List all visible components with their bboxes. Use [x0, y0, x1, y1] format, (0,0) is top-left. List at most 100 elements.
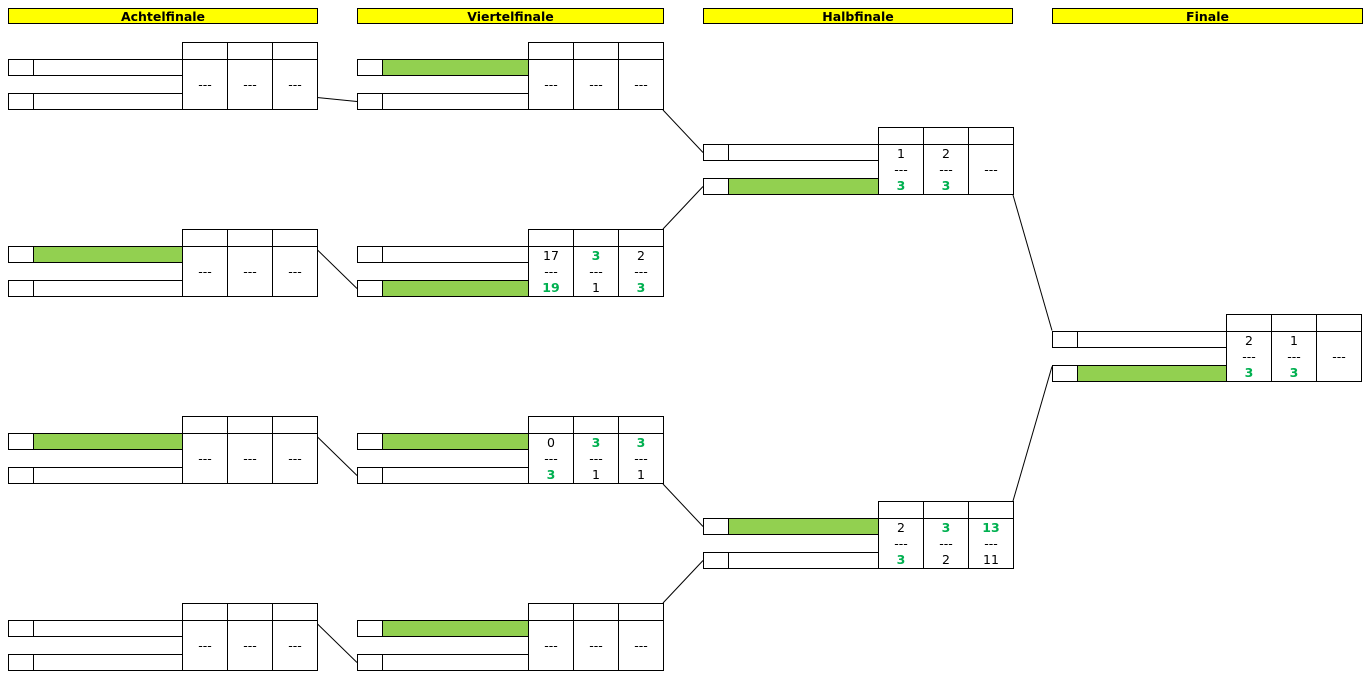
player-name [728, 178, 879, 195]
game-mode-header [878, 501, 924, 519]
header-viertelfinale: Viertelfinale [357, 8, 664, 24]
score-cell: 3---1 [573, 433, 619, 484]
score-player2: 1 [637, 467, 645, 483]
score-cell: --- [272, 620, 318, 671]
score-separator: --- [544, 450, 558, 466]
score-separator: --- [198, 638, 212, 653]
score-separator: --- [894, 535, 908, 551]
seed-box [8, 433, 34, 450]
connector-line [662, 483, 704, 527]
score-separator: --- [544, 263, 558, 279]
seed-box [703, 552, 729, 569]
game-mode-header [272, 229, 318, 247]
score-separator: --- [984, 162, 998, 177]
player-name [728, 518, 879, 535]
game-mode-header [618, 229, 664, 247]
score-separator: --- [198, 451, 212, 466]
game-mode-header [182, 229, 228, 247]
seed-box [1052, 331, 1078, 348]
score-cell: 3---1 [618, 433, 664, 484]
game-mode-header [618, 42, 664, 60]
score-separator: --- [589, 638, 603, 653]
score-player1: 3 [591, 247, 601, 263]
score-player2: 11 [983, 552, 999, 568]
header-halbfinale: Halbfinale [703, 8, 1013, 24]
score-player1: 13 [982, 519, 1000, 535]
score-separator: --- [288, 451, 302, 466]
score-cell: 1---3 [878, 144, 924, 195]
score-player1: 17 [543, 247, 559, 263]
score-separator: --- [634, 263, 648, 279]
header-finale: Finale [1052, 8, 1363, 24]
player-name [728, 144, 879, 161]
score-cell: 2---3 [923, 144, 969, 195]
player-name [33, 280, 183, 297]
score-separator: --- [589, 450, 603, 466]
score-player1: 2 [1245, 332, 1253, 348]
header-achtelfinale: Achtelfinale [8, 8, 318, 24]
score-player2: 3 [636, 280, 646, 296]
game-mode-header [618, 416, 664, 434]
seed-box [8, 246, 34, 263]
score-separator: --- [984, 535, 998, 551]
score-separator: --- [1242, 348, 1256, 364]
score-player1: 3 [591, 434, 601, 450]
seed-box [8, 59, 34, 76]
score-cell: --- [968, 144, 1014, 195]
connector-line [662, 186, 704, 230]
score-cell: --- [528, 620, 574, 671]
score-player2: 1 [592, 467, 600, 483]
score-player2: 3 [896, 552, 906, 568]
score-cell: 2---3 [1226, 331, 1272, 382]
connector-line [1012, 366, 1053, 502]
game-mode-header [923, 127, 969, 145]
score-separator: --- [589, 263, 603, 279]
score-player2: 19 [542, 280, 560, 296]
connector-line [316, 97, 358, 102]
score-separator: --- [894, 161, 908, 177]
game-mode-header [968, 127, 1014, 145]
score-separator: --- [288, 76, 302, 92]
game-mode-header [968, 501, 1014, 519]
score-cell: --- [272, 59, 318, 110]
score-player1: 2 [637, 247, 645, 263]
connector-line [316, 436, 358, 476]
seed-box [8, 467, 34, 484]
score-cell: 3---1 [573, 246, 619, 297]
game-mode-header [528, 603, 574, 621]
seed-box [357, 59, 383, 76]
score-player1: 1 [1290, 332, 1298, 348]
score-cell: 3---2 [923, 518, 969, 569]
connector-line [1012, 194, 1053, 331]
player-name [33, 620, 183, 637]
score-separator: --- [634, 77, 648, 92]
score-separator: --- [634, 450, 648, 466]
seed-box [8, 280, 34, 297]
seed-box [357, 654, 383, 671]
score-player1: 0 [547, 434, 555, 450]
game-mode-header [573, 42, 619, 60]
score-cell: --- [182, 246, 228, 297]
score-separator: --- [1287, 348, 1301, 364]
score-separator: --- [243, 451, 257, 466]
game-mode-header [573, 229, 619, 247]
game-mode-header [272, 416, 318, 434]
score-cell: --- [227, 59, 273, 110]
player-name [33, 59, 183, 76]
score-cell: --- [182, 433, 228, 484]
score-player1: 2 [942, 145, 950, 161]
score-cell: 13---11 [968, 518, 1014, 569]
score-cell: --- [573, 620, 619, 671]
score-cell: --- [1316, 331, 1362, 382]
score-cell: --- [618, 59, 664, 110]
player-name [33, 467, 183, 484]
seed-box [1052, 365, 1078, 382]
score-separator: --- [544, 638, 558, 653]
score-separator: --- [939, 535, 953, 551]
score-player1: 1 [897, 145, 905, 161]
score-player2: 3 [896, 178, 906, 194]
score-separator: --- [243, 264, 257, 279]
player-name [33, 654, 183, 671]
game-mode-header [227, 229, 273, 247]
score-cell: --- [272, 433, 318, 484]
